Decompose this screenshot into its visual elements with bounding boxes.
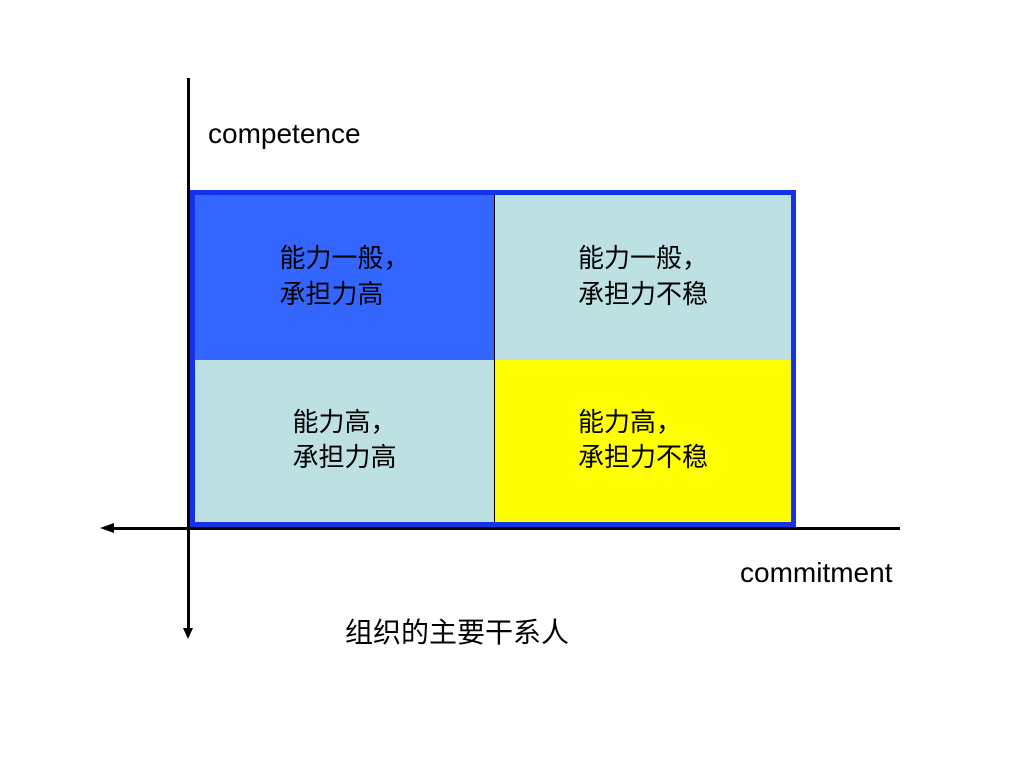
- y-axis-arrow-icon: [183, 628, 193, 639]
- quadrant-line-2: 承担力高: [292, 443, 397, 473]
- diagram-caption: 组织的主要干系人: [345, 616, 570, 649]
- x-axis-line: [112, 527, 900, 530]
- quadrant-line-2: 承担力高: [279, 279, 384, 310]
- quadrant-matrix: 能力一般， 承担力高 能力一般， 承担力不稳 能力高， 承担力高 能力高， 承担…: [190, 190, 796, 527]
- quadrant-line-2: 承担力不稳: [577, 279, 708, 310]
- quadrant-line-1: 能力高，: [292, 407, 397, 438]
- y-axis-label: competence: [208, 118, 361, 149]
- quadrant-line-1: 能力高，: [577, 407, 682, 438]
- quadrant-line-1: 能力一般，: [279, 244, 410, 275]
- x-axis-arrow-icon: [100, 523, 114, 533]
- x-axis-label: commitment: [740, 557, 893, 588]
- quadrant-top-left: 能力一般， 承担力高: [195, 195, 495, 360]
- quadrant-top-right: 能力一般， 承担力不稳: [495, 195, 791, 360]
- quadrant-bottom-right: 能力高， 承担力不稳: [495, 360, 791, 522]
- quadrant-line-1: 能力一般，: [577, 244, 708, 275]
- quadrant-line-2: 承担力不稳: [577, 443, 708, 473]
- quadrant-bottom-left: 能力高， 承担力高: [195, 360, 495, 522]
- y-axis-line: [187, 78, 190, 632]
